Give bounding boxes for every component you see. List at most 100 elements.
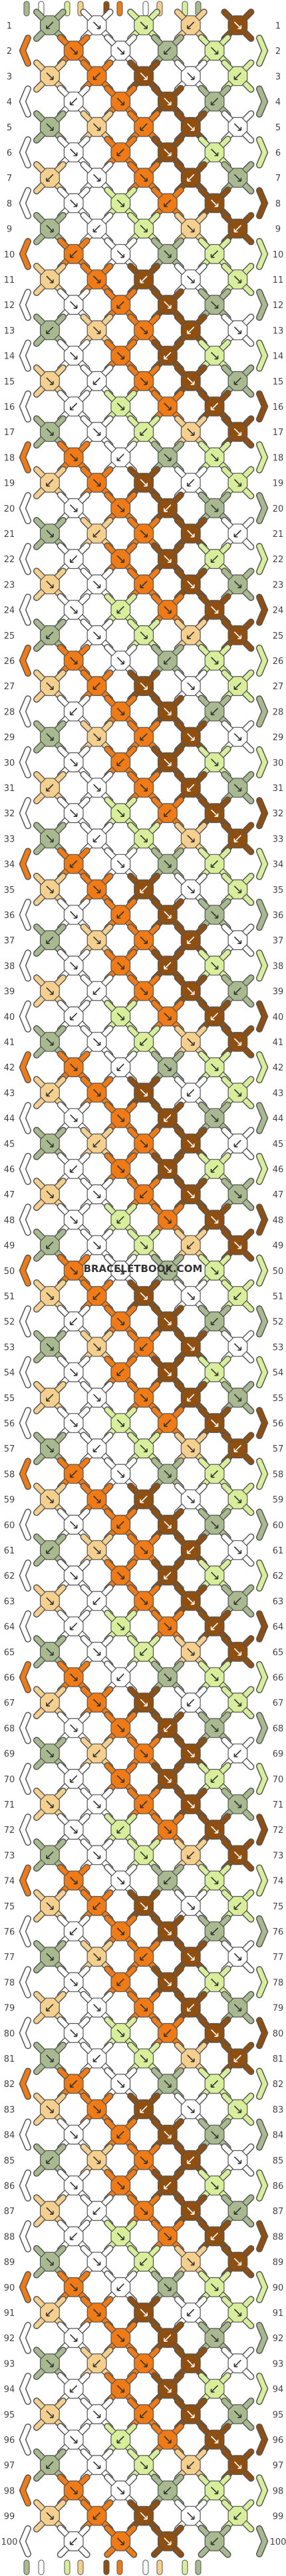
knot	[39, 778, 60, 798]
knot-arrow-icon	[210, 1215, 219, 1224]
edge-strand	[257, 1560, 267, 1591]
knot-arrow-icon	[233, 2054, 241, 2062]
knot-arrow-icon	[233, 1394, 242, 1402]
knot	[39, 218, 60, 239]
knot-arrow-icon	[164, 911, 172, 919]
knot-arrow-icon	[164, 301, 172, 309]
knot	[134, 269, 154, 289]
knot-arrow-icon	[116, 2232, 125, 2241]
knot	[204, 2074, 225, 2094]
row-number-right: 30	[273, 758, 284, 768]
knot-arrow-icon	[140, 1902, 148, 1910]
knot-arrow-icon	[140, 1953, 148, 1961]
row-number-left: 93	[4, 2359, 15, 2369]
row-number-right: 22	[273, 555, 284, 565]
knot-arrow-icon	[164, 2181, 172, 2189]
knot	[204, 397, 225, 416]
knot	[63, 447, 84, 468]
row-number-right: 25	[273, 631, 284, 641]
knot	[180, 726, 201, 747]
knot	[110, 1260, 131, 1281]
edge-strand	[257, 1103, 267, 1134]
row-number-left: 36	[4, 911, 15, 921]
edge-strand	[20, 1764, 31, 1794]
knot-arrow-icon	[187, 1292, 195, 1300]
knot	[180, 2455, 201, 2476]
knot-arrow-icon	[92, 987, 101, 995]
knot	[180, 2303, 201, 2323]
knot-arrow-icon	[116, 47, 125, 55]
knot-arrow-icon	[70, 2131, 78, 2139]
knot	[134, 1641, 154, 1662]
edge-strand	[20, 137, 31, 168]
knot-arrow-icon	[92, 733, 101, 741]
knot-arrow-icon	[92, 1800, 101, 1808]
knot-arrow-icon	[46, 2207, 54, 2215]
knot-arrow-icon	[116, 911, 124, 919]
knot-arrow-icon	[46, 530, 54, 538]
row-number-left: 96	[4, 2436, 15, 2446]
knot-arrow-icon	[140, 1496, 148, 1504]
knot-arrow-icon	[70, 1521, 78, 1529]
knot-arrow-icon	[164, 1571, 172, 1579]
knot	[39, 726, 60, 747]
row-number-right: 35	[273, 886, 284, 895]
knot-arrow-icon	[164, 1775, 172, 1783]
knot-arrow-icon	[69, 2385, 78, 2393]
knot-arrow-icon	[164, 707, 172, 716]
knot-arrow-icon	[140, 1597, 148, 1605]
knot-arrow-icon	[116, 1063, 124, 1071]
row-number-left: 30	[4, 758, 15, 768]
knot-arrow-icon	[140, 1648, 148, 1656]
row-number-right: 89	[273, 2258, 284, 2268]
knot	[86, 2048, 107, 2068]
knot-arrow-icon	[186, 1851, 195, 1859]
knot-arrow-icon	[233, 225, 241, 233]
knot	[180, 2201, 201, 2221]
knot	[86, 2303, 107, 2323]
knot	[86, 1692, 107, 1713]
knot	[63, 1768, 84, 1789]
edge-strand	[20, 1001, 31, 1032]
knot	[134, 1947, 154, 1967]
knot-arrow-icon	[233, 377, 241, 385]
row-number-right: 16	[273, 402, 284, 412]
row-number-left: 67	[4, 1698, 15, 1708]
knot-arrow-icon	[92, 784, 101, 792]
knot-arrow-icon	[69, 707, 78, 716]
row-number-right: 11	[273, 275, 284, 285]
knot	[204, 1667, 225, 1687]
knot	[134, 472, 154, 493]
knot-arrow-icon	[210, 352, 219, 360]
knot	[134, 726, 154, 747]
knot-arrow-icon	[46, 580, 54, 589]
row-number-left: 80	[4, 2029, 15, 2039]
knot	[227, 15, 248, 35]
knot-arrow-icon	[187, 2258, 195, 2266]
row-number-left: 26	[4, 657, 15, 667]
knot	[110, 1311, 131, 1332]
knot	[86, 524, 107, 544]
knot-arrow-icon	[140, 428, 148, 436]
knot	[204, 2124, 225, 2145]
knot-arrow-icon	[140, 2410, 148, 2418]
knot-arrow-icon	[186, 2156, 195, 2164]
knot	[134, 371, 154, 391]
row-number-left: 53	[4, 1343, 15, 1353]
edge-strand	[257, 2272, 267, 2303]
knot-arrow-icon	[92, 428, 101, 436]
knot-arrow-icon	[92, 1190, 101, 1198]
knot-arrow-icon	[70, 2283, 78, 2291]
edge-strand	[257, 696, 267, 726]
knot-arrow-icon	[46, 1190, 54, 1198]
knot	[39, 1692, 60, 1713]
knot-arrow-icon	[164, 860, 172, 868]
knot-arrow-icon	[210, 1877, 219, 1885]
knot-arrow-icon	[187, 682, 195, 690]
knot	[180, 269, 201, 289]
knot	[86, 1641, 107, 1662]
knot	[134, 1540, 154, 1560]
knot-arrow-icon	[116, 1013, 125, 1021]
knot	[86, 981, 107, 1001]
knot	[86, 371, 107, 391]
